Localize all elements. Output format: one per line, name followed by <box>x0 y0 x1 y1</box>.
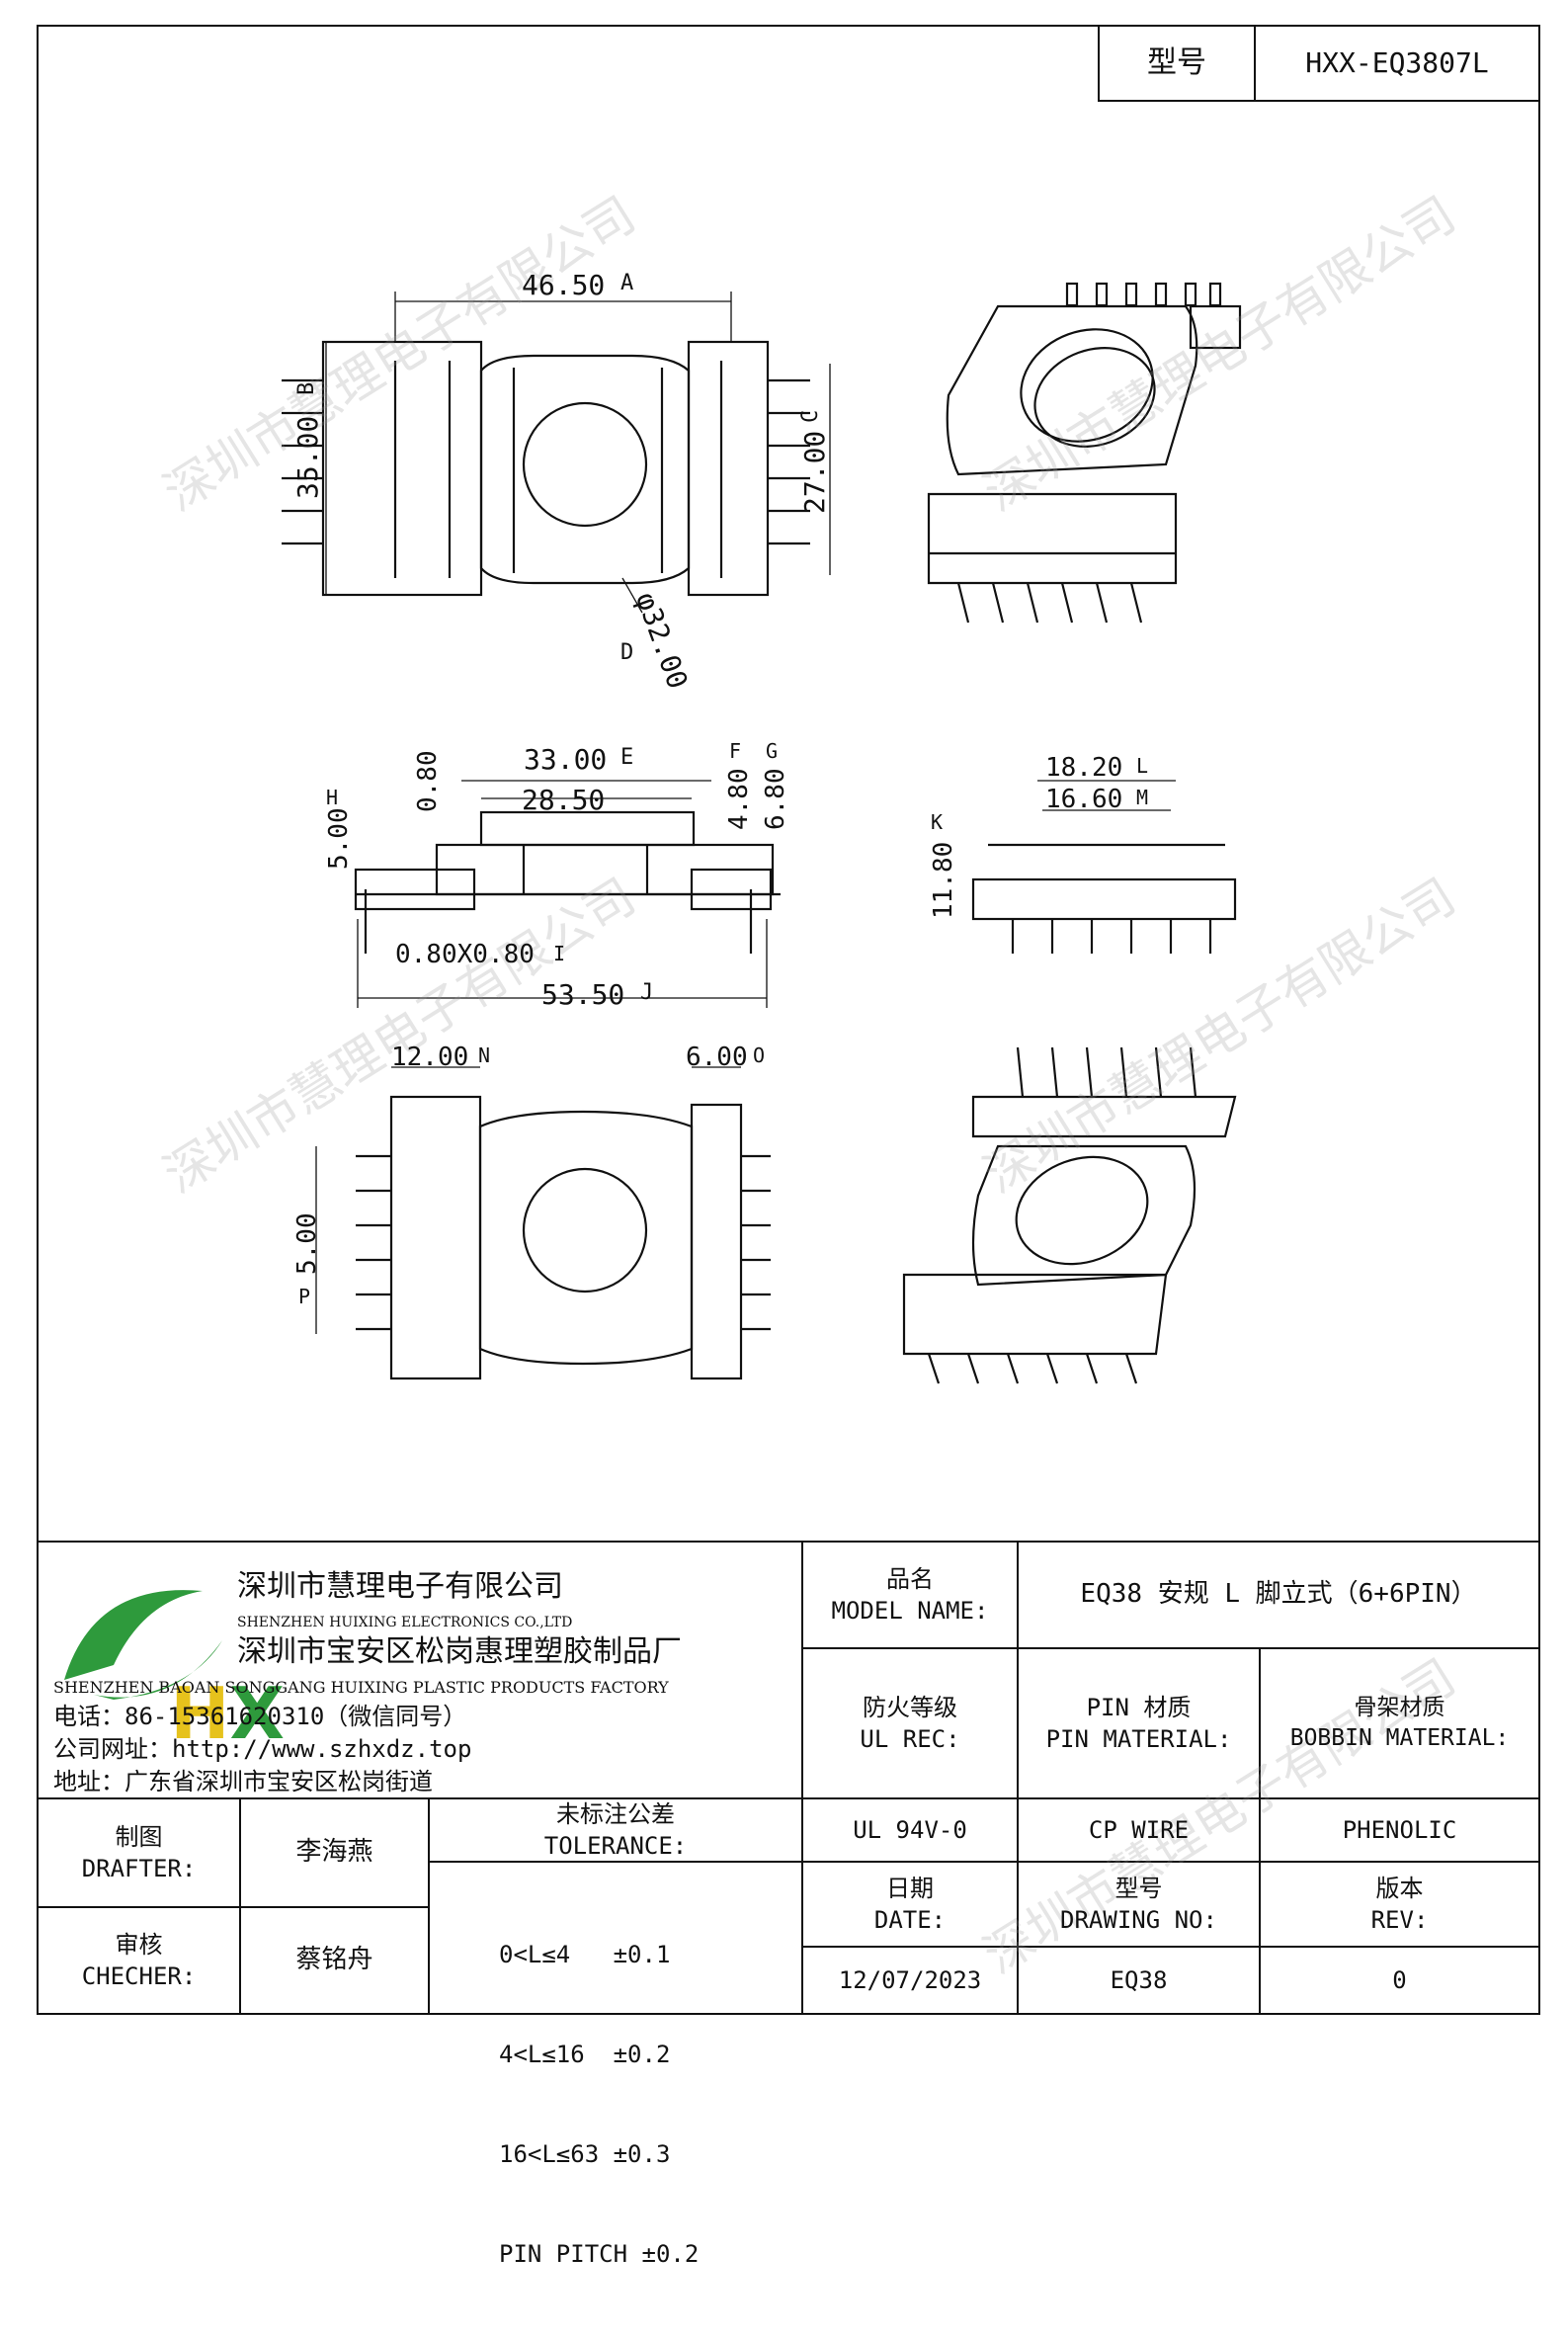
side-view <box>354 780 781 1008</box>
dim-f-tag: F <box>729 739 742 763</box>
dim-k-value: 11.80 <box>929 841 958 919</box>
logo-text: HX <box>71 1586 285 1842</box>
dim-g-value: 6.80 <box>761 768 790 830</box>
dim-b-tag: B <box>294 381 319 395</box>
dim-f-value: 4.80 <box>724 768 754 830</box>
dim-b-value: 35.00 <box>291 415 324 499</box>
model-name-value: EQ38 安规 L 脚立式（6+6PIN） <box>1080 1579 1477 1610</box>
tolerance-line: PIN PITCH ±0.2 <box>499 2239 700 2268</box>
company-address: 地址：广东省深圳市宝安区松岗街道 <box>53 1768 433 1795</box>
dim-i-value: 0.80X0.80 <box>395 940 535 969</box>
dim-l-tag: L <box>1136 754 1149 778</box>
drawing-no-value: EQ38 <box>1110 1965 1168 1994</box>
dim-inner-width: 28.50 <box>522 784 606 816</box>
bottom-view <box>315 1066 771 1380</box>
bobbin-material-value: PHENOLIC <box>1342 1815 1457 1844</box>
dim-c-value: 27.00 <box>798 430 831 514</box>
dim-e-value: 33.00 <box>524 743 608 776</box>
drafter-name: 李海燕 <box>295 1837 373 1868</box>
company-website: 公司网址：http://www.szhxdz.top <box>53 1735 472 1763</box>
logo-letter-h: H <box>170 1672 230 1756</box>
company-name-cn: 深圳市慧理电子有限公司 <box>237 1569 563 1604</box>
dim-k-tag: K <box>931 810 944 834</box>
dim-o-tag: O <box>753 1043 766 1067</box>
dim-n-value: 12.00 <box>391 1043 469 1072</box>
dim-p-tag: P <box>298 1285 311 1308</box>
dim-e-tag: E <box>620 745 634 770</box>
tolerance-list: 0<L≤4 ±0.1 4<L≤16 ±0.2 16<L≤63 ±0.3 PIN … <box>499 1873 699 2337</box>
dim-c-tag: C <box>798 409 823 423</box>
tolerance-line: 0<L≤4 ±0.1 <box>499 1941 671 1969</box>
dim-l-value: 18.20 <box>1045 753 1123 783</box>
checker-name: 蔡铭舟 <box>295 1945 373 1975</box>
iso-view-top <box>927 282 1242 624</box>
drawing-sheet: 深圳市慧理电子有限公司 深圳市慧理电子有限公司 深圳市慧理电子有限公司 深圳市慧… <box>37 25 1540 2268</box>
dim-a-tag: A <box>620 271 634 295</box>
dim-p-value: 5.00 <box>292 1212 322 1275</box>
company-logo <box>64 1590 222 1700</box>
iso-view-bottom <box>902 1046 1237 1384</box>
rev-value: 0 <box>1392 1965 1407 1994</box>
dim-j-value: 53.50 <box>541 978 625 1011</box>
dim-h-value: 5.00 <box>324 807 354 870</box>
dim-m-value: 16.60 <box>1045 785 1123 814</box>
top-view <box>282 292 831 614</box>
dim-h-tag: H <box>326 786 339 809</box>
date-value: 12/07/2023 <box>838 1965 982 1994</box>
dim-j-tag: J <box>640 980 654 1005</box>
dim-flange-thickness: 0.80 <box>413 750 443 812</box>
tolerance-line: 4<L≤16 ±0.2 <box>499 2040 671 2068</box>
dim-o-value: 6.00 <box>686 1043 748 1072</box>
dim-a-value: 46.50 <box>522 269 606 301</box>
ul-rec-value: UL 94V-0 <box>853 1815 967 1844</box>
model-box <box>1098 25 1540 102</box>
dim-g-tag: G <box>766 739 779 763</box>
dim-d-tag: D <box>620 640 634 665</box>
model-label: 型号 <box>1147 44 1206 80</box>
dim-i-tag: I <box>553 942 566 965</box>
company-phone: 电话：86-15361620310（微信同号） <box>53 1703 467 1730</box>
pin-material-value: CP WIRE <box>1088 1815 1190 1844</box>
drawing-canvas <box>37 25 1540 2015</box>
model-value: HXX-EQ3807L <box>1305 46 1489 80</box>
dim-m-tag: M <box>1136 786 1149 809</box>
outer-frame <box>37 25 1540 2015</box>
factory-name-en: SHENZHEN BAOAN SONGGANG HUIXING PLASTIC … <box>53 1678 669 1697</box>
tolerance-line: 16<L≤63 ±0.3 <box>499 2139 671 2168</box>
end-view <box>971 780 1237 954</box>
company-name-en: SHENZHEN HUIXING ELECTRONICS CO.,LTD <box>237 1615 573 1630</box>
factory-name-cn: 深圳市宝安区松岗惠理塑胶制品厂 <box>237 1634 682 1669</box>
logo-letter-x: X <box>229 1672 286 1756</box>
dim-n-tag: N <box>478 1043 491 1067</box>
